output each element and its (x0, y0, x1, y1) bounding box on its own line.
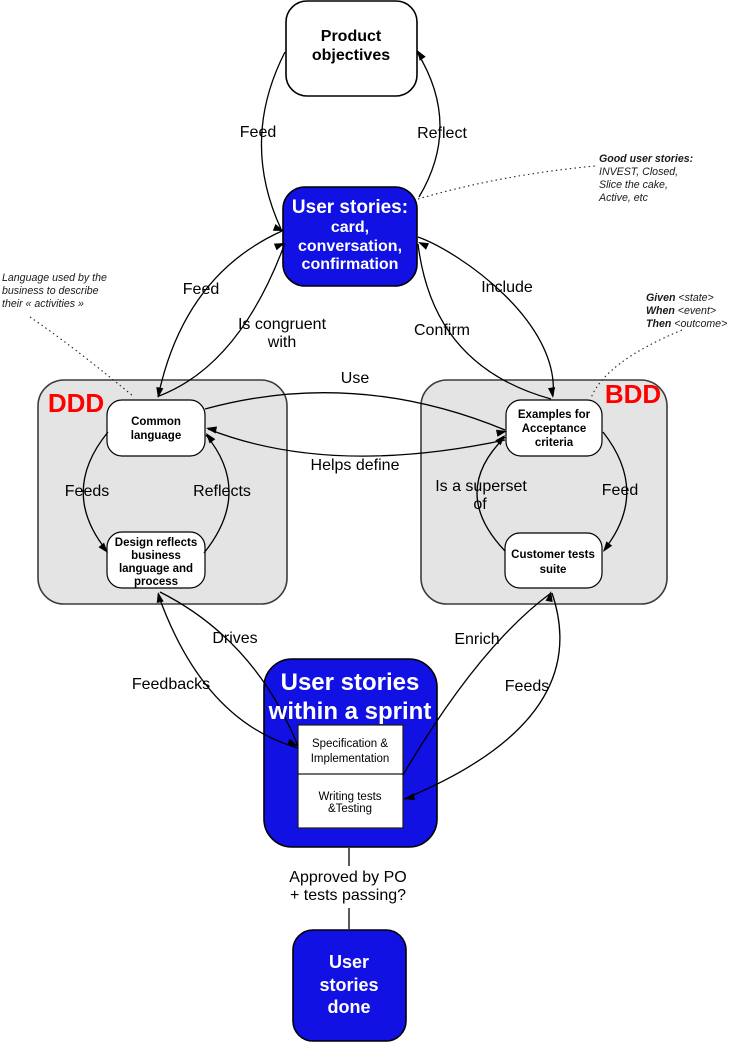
svg-text:process: process (134, 576, 178, 588)
svg-text:Language used by the: Language used by the (2, 272, 107, 284)
svg-text:Drives: Drives (212, 630, 257, 647)
svg-text:Design reflects: Design reflects (115, 537, 197, 549)
svg-text:Good user stories:: Good user stories: (599, 153, 693, 165)
svg-text:User: User (329, 952, 369, 972)
svg-text:Reflects: Reflects (193, 483, 251, 500)
svg-text:Slice the cake,: Slice the cake, (599, 179, 668, 191)
svg-text:Writing tests: Writing tests (318, 791, 381, 803)
svg-text:Is congruent: Is congruent (238, 316, 327, 333)
svg-text:conversation,: conversation, (298, 238, 402, 255)
svg-text:Then <outcome>: Then <outcome> (646, 318, 727, 330)
svg-text:of: of (473, 496, 487, 513)
svg-text:stories: stories (319, 975, 378, 995)
svg-text:BDD: BDD (605, 379, 661, 409)
svg-text:When <event>: When <event> (646, 305, 716, 317)
svg-text:with: with (267, 334, 296, 351)
svg-text:Is a superset: Is a superset (435, 478, 527, 495)
svg-text:Include: Include (481, 279, 533, 296)
svg-text:+ tests passing?: + tests passing? (290, 887, 406, 904)
svg-text:Feeds: Feeds (505, 678, 549, 695)
svg-text:done: done (328, 997, 371, 1017)
svg-text:Feedbacks: Feedbacks (132, 676, 210, 693)
svg-text:Helps define: Helps define (311, 457, 400, 474)
svg-text:objectives: objectives (312, 47, 390, 64)
svg-text:INVEST, Closed,: INVEST, Closed, (599, 166, 678, 178)
svg-text:Given <state>: Given <state> (646, 292, 714, 304)
svg-text:Feed: Feed (240, 124, 276, 141)
svg-text:Approved by PO: Approved by PO (289, 869, 406, 886)
svg-text:Product: Product (321, 28, 382, 45)
svg-text:Customer tests: Customer tests (511, 549, 595, 561)
svg-text:Acceptance: Acceptance (522, 423, 587, 435)
svg-text:business to describe: business to describe (2, 285, 99, 297)
svg-text:Specification &: Specification & (312, 738, 388, 750)
svg-text:confirmation: confirmation (302, 256, 399, 273)
svg-text:within a sprint: within a sprint (268, 698, 432, 725)
svg-text:User stories:: User stories: (292, 197, 408, 218)
svg-text:suite: suite (540, 564, 567, 576)
svg-text:their « activities »: their « activities » (2, 298, 84, 310)
svg-text:Reflect: Reflect (417, 125, 467, 142)
svg-text:Active, etc: Active, etc (598, 192, 649, 204)
svg-text:criteria: criteria (535, 437, 574, 449)
svg-text:DDD: DDD (48, 388, 104, 418)
svg-text:business: business (131, 550, 181, 562)
svg-text:Feed: Feed (602, 482, 638, 499)
svg-text:User stories: User stories (281, 669, 420, 696)
svg-text:Common: Common (131, 416, 181, 428)
svg-text:Enrich: Enrich (454, 631, 499, 648)
svg-text:Confirm: Confirm (414, 322, 470, 339)
svg-text:Feed: Feed (183, 281, 219, 298)
svg-text:language and: language and (119, 563, 193, 575)
svg-text:Examples for: Examples for (518, 409, 591, 421)
svg-text:Implementation: Implementation (311, 753, 390, 765)
svg-text:language: language (131, 430, 181, 442)
svg-text:Use: Use (341, 370, 370, 387)
svg-text:card,: card, (331, 219, 369, 236)
svg-text:Feeds: Feeds (65, 483, 109, 500)
svg-text:&Testing: &Testing (328, 803, 372, 815)
